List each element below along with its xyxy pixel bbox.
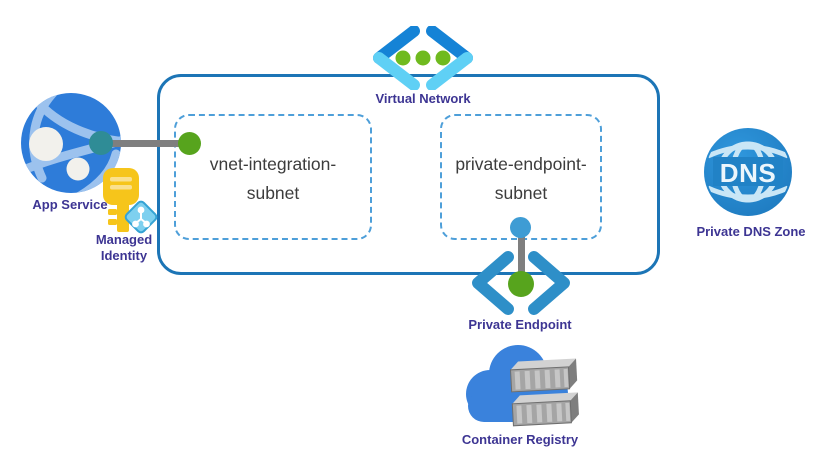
- vnet-integration-dot: [178, 132, 201, 155]
- virtual-network-label: Virtual Network: [375, 91, 471, 106]
- app-service-label: App Service: [32, 197, 108, 212]
- container-registry-label: Container Registry: [461, 432, 579, 447]
- container-registry-icon: [466, 345, 579, 427]
- managed-identity-icon: [103, 168, 158, 234]
- private-endpoint-subnet-label: private-endpoint-subnet: [455, 154, 587, 203]
- app-service-attach-dot: [89, 131, 113, 155]
- managed-identity-label: Managed Identity: [95, 232, 153, 263]
- private-endpoint-subnet-dot: [510, 217, 531, 238]
- private-endpoint-label: Private Endpoint: [468, 317, 572, 332]
- vnet-integration-subnet-label: vnet-integration-subnet: [209, 154, 337, 203]
- private-endpoint-icon: [472, 251, 570, 315]
- connector-subnet-to-privateendpoint: [518, 226, 525, 284]
- private-dns-zone-icon: DNS: [704, 128, 792, 216]
- dns-badge-text: DNS: [720, 158, 776, 188]
- connector-appservice-to-subnet: [99, 140, 191, 147]
- virtual-network-icon: [373, 26, 473, 90]
- private-endpoint-dot: [508, 271, 534, 297]
- vnet-integration-subnet-box: vnet-integration-subnet: [174, 114, 372, 240]
- private-dns-zone-label: Private DNS Zone: [696, 224, 806, 239]
